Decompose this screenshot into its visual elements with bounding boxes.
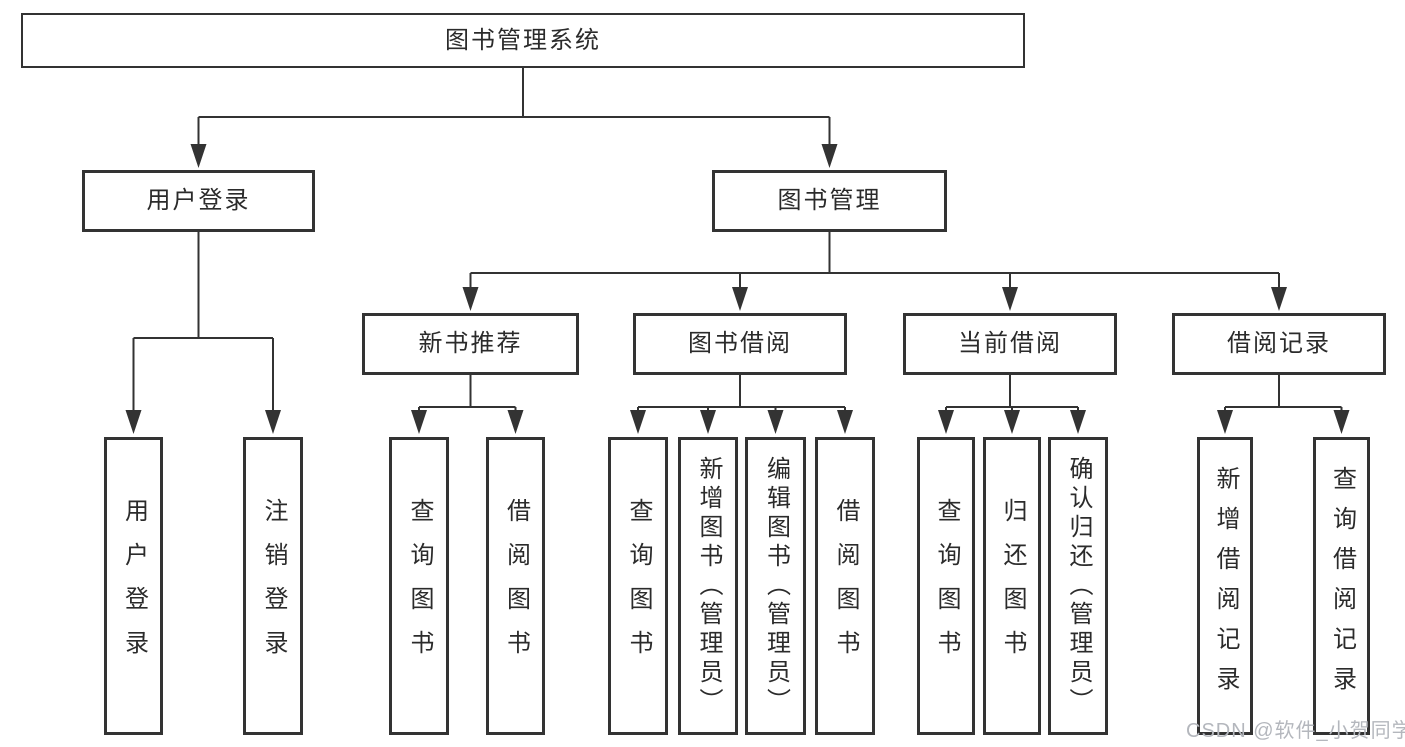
leaf-borrow-books-recommend: 借阅图书 <box>486 437 545 735</box>
leaf-confirm-return-admin: 确认归还（管理员） <box>1048 437 1108 735</box>
leaf-user-login: 用户登录 <box>104 437 163 735</box>
node-label: 查询图书 <box>625 498 652 674</box>
node-label: 注销登录 <box>260 498 287 674</box>
node-label: 借阅记录 <box>1227 330 1331 357</box>
node-label: 确认归还（管理员） <box>1065 455 1092 717</box>
leaf-edit-books-admin: 编辑图书（管理员） <box>745 437 806 735</box>
node-label: 图书借阅 <box>688 330 792 357</box>
leaf-query-borrow-record: 查询借阅记录 <box>1313 437 1370 735</box>
node-book-management-system: 图书管理系统 <box>21 13 1025 68</box>
connector-borrow-records-group <box>1217 375 1350 434</box>
node-label: 图书管理系统 <box>445 26 601 54</box>
node-new-book-recommend: 新书推荐 <box>362 313 579 375</box>
connector-book-management-to-level3 <box>462 232 1287 311</box>
connector-current-borrow-group <box>938 375 1086 434</box>
node-label: 归还图书 <box>999 498 1026 674</box>
node-label: 查询图书 <box>406 498 433 674</box>
leaf-return-books: 归还图书 <box>983 437 1041 735</box>
node-label: 当前借阅 <box>958 330 1062 357</box>
node-label: 查询借阅记录 <box>1328 466 1356 706</box>
node-borrow-records: 借阅记录 <box>1172 313 1386 375</box>
leaf-add-borrow-record: 新增借阅记录 <box>1197 437 1253 735</box>
node-label: 新书推荐 <box>418 330 523 357</box>
node-book-management-module: 图书管理 <box>712 170 947 232</box>
leaf-query-books-current: 查询图书 <box>917 437 975 735</box>
node-book-borrow: 图书借阅 <box>633 313 847 375</box>
connector-book-borrow-group <box>630 375 853 434</box>
node-label: 图书管理 <box>777 187 882 214</box>
node-user-login-module: 用户登录 <box>82 170 315 232</box>
node-label: 借阅图书 <box>832 498 859 674</box>
node-label: 新增借阅记录 <box>1212 466 1239 706</box>
leaf-query-books-recommend: 查询图书 <box>389 437 449 735</box>
connector-user-login-group <box>125 232 281 434</box>
node-label: 用户登录 <box>120 498 148 674</box>
connector-root-to-level2 <box>190 68 838 168</box>
node-label: 新增图书（管理员） <box>695 455 722 717</box>
node-current-borrow: 当前借阅 <box>903 313 1117 375</box>
leaf-query-books-borrow: 查询图书 <box>608 437 668 735</box>
node-label: 编辑图书（管理员） <box>762 455 790 717</box>
node-label: 查询图书 <box>933 498 960 674</box>
csdn-watermark: CSDN @软件_小贺同学 <box>1186 720 1405 742</box>
connector-new-book-recommend-group <box>411 375 524 434</box>
node-label: 借阅图书 <box>502 498 530 674</box>
leaf-add-books-admin: 新增图书（管理员） <box>678 437 738 735</box>
leaf-logout: 注销登录 <box>243 437 303 735</box>
node-label: 用户登录 <box>146 187 251 214</box>
leaf-borrow-books: 借阅图书 <box>815 437 875 735</box>
